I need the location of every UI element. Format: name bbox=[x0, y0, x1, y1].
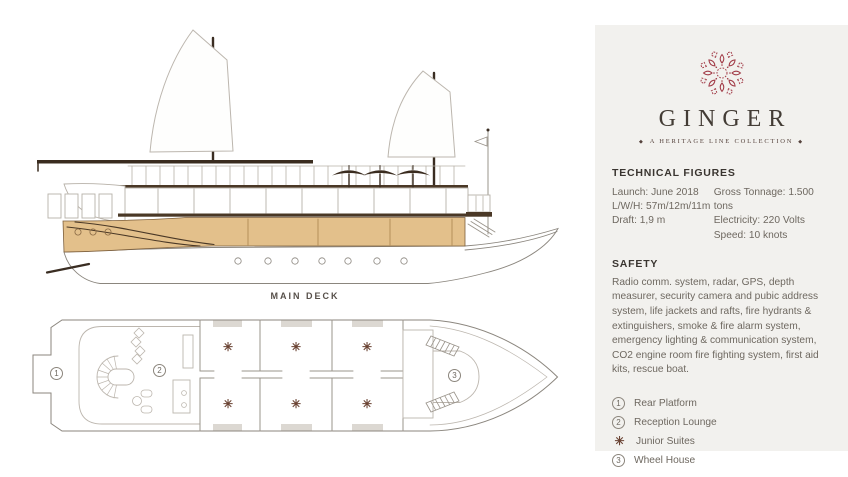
junior-suite-icon: ✳ bbox=[290, 340, 302, 354]
technical-figures-section: TECHNICAL FIGURES Launch: June 2018 L/W/… bbox=[612, 167, 831, 243]
legend-number-icon: 1 bbox=[612, 396, 625, 410]
marker-wheel-house: 3 bbox=[448, 369, 461, 382]
info-panel: GINGER ◆ A HERITAGE LINE COLLECTION ◆ TE… bbox=[595, 25, 848, 467]
deck-umbrellas bbox=[332, 165, 430, 188]
logo-block: GINGER ◆ A HERITAGE LINE COLLECTION ◆ bbox=[595, 25, 848, 145]
legend-label: Junior Suites bbox=[636, 435, 695, 447]
spec-electricity: Electricity: 220 Volts bbox=[713, 215, 805, 227]
stern-structure bbox=[47, 183, 126, 223]
spec-draft: Draft: 1,9 m bbox=[612, 215, 666, 227]
legend-label: Rear Platform bbox=[634, 397, 697, 409]
stairs-hatching bbox=[425, 335, 460, 413]
brand-tagline: ◆ A HERITAGE LINE COLLECTION ◆ bbox=[595, 138, 848, 145]
legend-item-rear-platform: 1 Rear Platform bbox=[612, 394, 831, 413]
lounge-furniture bbox=[130, 327, 194, 414]
junior-suite-icon: ✳ bbox=[290, 397, 302, 411]
upper-cabin-band bbox=[121, 187, 469, 215]
ship-illustrations bbox=[32, 29, 559, 432]
junior-suite-icon: ✳ bbox=[222, 397, 234, 411]
legend-flower-icon: ✳ bbox=[614, 434, 625, 449]
cabin-beds bbox=[213, 320, 383, 431]
technical-right-column: Gross Tonnage: 1.500 tons Electricity: 2… bbox=[714, 186, 831, 243]
technical-figures-heading: TECHNICAL FIGURES bbox=[612, 167, 736, 179]
tagline-text: A HERITAGE LINE COLLECTION bbox=[649, 138, 794, 145]
spec-speed: Speed: 10 knots bbox=[713, 229, 788, 241]
spec-lwh: L/W/H: 57m/12m/11m bbox=[612, 201, 711, 213]
marker-rear-platform: 1 bbox=[50, 367, 63, 380]
legend-label: Wheel House bbox=[634, 454, 696, 466]
junior-suite-icon: ✳ bbox=[361, 340, 373, 354]
spiral-staircase bbox=[96, 355, 135, 399]
spec-launch: Launch: June 2018 bbox=[612, 187, 699, 198]
spec-tonnage: Gross Tonnage: 1.500 tons bbox=[713, 187, 814, 213]
marker-reception-lounge: 2 bbox=[153, 364, 166, 377]
legend-item-reception-lounge: 2 Reception Lounge bbox=[612, 413, 831, 432]
legend-item-wheel-house: 3 Wheel House bbox=[612, 451, 831, 470]
bow-cabin bbox=[466, 194, 496, 238]
technical-left-column: Launch: June 2018 L/W/H: 57m/12m/11m Dra… bbox=[612, 186, 714, 243]
tagline-ornament-left-icon: ◆ bbox=[639, 139, 645, 145]
flag-pole bbox=[473, 128, 490, 235]
safety-section: SAFETY Radio comm. system, radar, GPS, d… bbox=[612, 258, 831, 378]
sun-deck-roof bbox=[37, 160, 313, 164]
cabin-walls bbox=[199, 319, 404, 432]
safety-text: Radio comm. system, radar, GPS, depth me… bbox=[612, 276, 819, 376]
brand-name: GINGER bbox=[658, 106, 792, 132]
legend-label: Reception Lounge bbox=[634, 416, 717, 428]
junior-suite-icon: ✳ bbox=[222, 340, 234, 354]
deck-legend: 1 Rear Platform 2 Reception Lounge ✳ Jun… bbox=[612, 394, 831, 470]
legend-number-icon: 2 bbox=[612, 415, 625, 429]
tagline-ornament-right-icon: ◆ bbox=[798, 139, 804, 145]
railing bbox=[127, 165, 466, 186]
side-elevation bbox=[37, 29, 559, 284]
portholes bbox=[234, 257, 408, 265]
safety-heading: SAFETY bbox=[612, 257, 659, 270]
lotus-flower-icon bbox=[699, 51, 744, 95]
legend-number-icon: 3 bbox=[612, 453, 625, 467]
reception-lounge-wall bbox=[78, 326, 201, 425]
hull bbox=[45, 227, 559, 284]
deck-plan-title: MAIN DECK bbox=[270, 291, 340, 301]
junior-suite-icon: ✳ bbox=[361, 397, 373, 411]
deck-plan bbox=[32, 319, 559, 432]
wheel-house bbox=[402, 329, 480, 419]
sails bbox=[149, 29, 456, 158]
main-deck-highlight bbox=[62, 217, 466, 253]
legend-item-junior-suites: ✳ Junior Suites bbox=[612, 432, 831, 451]
